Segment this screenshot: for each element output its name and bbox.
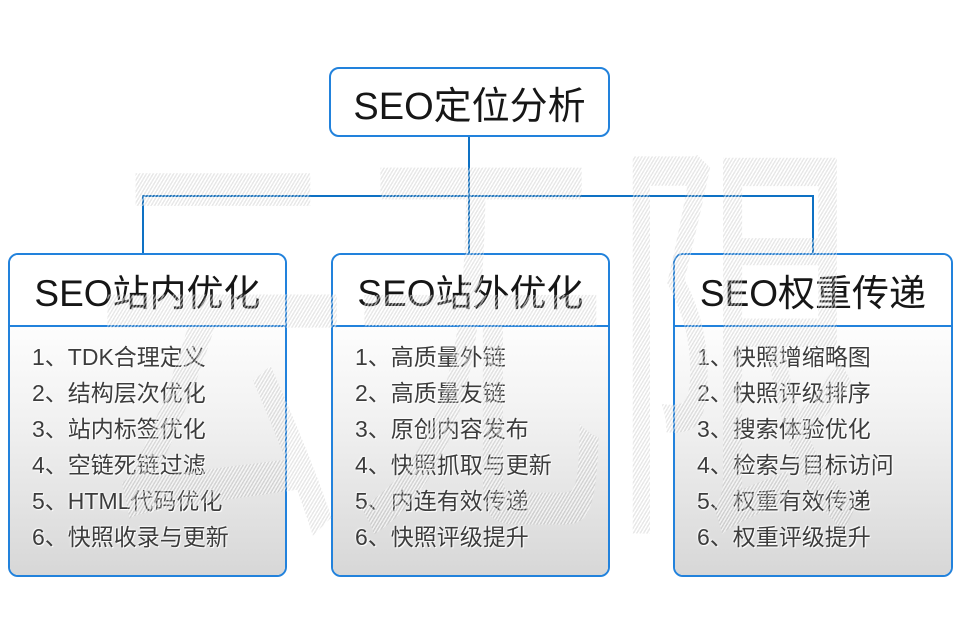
list-item: 1、快照增缩略图 [697, 344, 871, 370]
column-onsite-optimization: SEO站内优化 1、TDK合理定义 2、结构层次优化 3、站内标签优化 4、空链… [8, 253, 287, 577]
column-weight-header: SEO权重传递 [675, 255, 951, 327]
column-offsite-title: SEO站外优化 [357, 273, 584, 314]
list-item: 3、站内标签优化 [32, 416, 206, 442]
list-item: 2、高质量友链 [355, 380, 506, 406]
column-weight-transfer: SEO权重传递 1、快照增缩略图 2、快照评级排序 3、搜索体验优化 4、检索与… [673, 253, 953, 577]
list-item: 6、快照收录与更新 [32, 524, 229, 550]
root-node-title: SEO定位分析 [353, 85, 586, 128]
connector-root-down [468, 137, 470, 197]
column-offsite-header: SEO站外优化 [333, 255, 608, 327]
root-node: SEO定位分析 [329, 67, 610, 137]
column-onsite-title: SEO站内优化 [34, 273, 261, 314]
column-weight-title: SEO权重传递 [699, 273, 927, 314]
list-item: 6、权重评级提升 [697, 524, 871, 550]
list-item: 3、原创内容发布 [355, 416, 529, 442]
column-onsite-header: SEO站内优化 [10, 255, 285, 327]
connector-horizontal [142, 195, 814, 197]
list-item: 5、HTML代码优化 [32, 488, 223, 514]
list-item: 1、TDK合理定义 [32, 344, 206, 370]
list-item: 1、高质量外链 [355, 344, 506, 370]
list-item: 5、内连有效传递 [355, 488, 529, 514]
connector-drop-left [142, 195, 144, 255]
column-weight-list: 1、快照增缩略图 2、快照评级排序 3、搜索体验优化 4、检索与目标访问 5、权… [675, 327, 951, 575]
list-item: 4、快照抓取与更新 [355, 452, 552, 478]
list-item: 6、快照评级提升 [355, 524, 529, 550]
list-item: 4、空链死链过滤 [32, 452, 206, 478]
list-item: 5、权重有效传递 [697, 488, 871, 514]
column-onsite-list: 1、TDK合理定义 2、结构层次优化 3、站内标签优化 4、空链死链过滤 5、H… [10, 327, 285, 575]
list-item: 2、快照评级排序 [697, 380, 871, 406]
list-item: 4、检索与目标访问 [697, 452, 894, 478]
column-offsite-optimization: SEO站外优化 1、高质量外链 2、高质量友链 3、原创内容发布 4、快照抓取与… [331, 253, 610, 577]
list-item: 2、结构层次优化 [32, 380, 206, 406]
list-item: 3、搜索体验优化 [697, 416, 871, 442]
connector-drop-right [812, 195, 814, 255]
column-offsite-list: 1、高质量外链 2、高质量友链 3、原创内容发布 4、快照抓取与更新 5、内连有… [333, 327, 608, 575]
connector-drop-middle [468, 195, 470, 255]
